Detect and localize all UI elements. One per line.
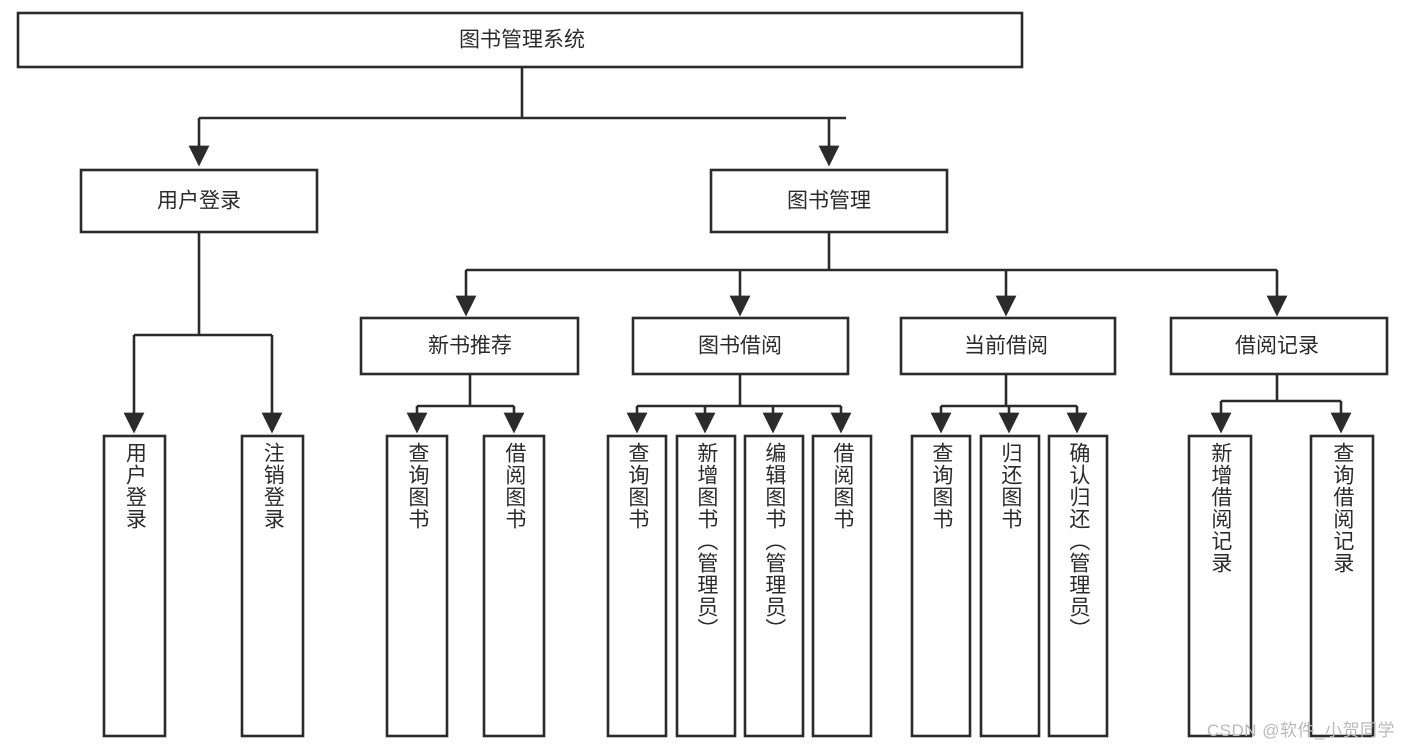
leaf-borrow-book-1-label: 借阅图书 — [502, 442, 526, 530]
borrow-record-label: 借阅记录 — [1235, 335, 1319, 358]
leaf-query-book-1[interactable]: 查询图书 — [387, 436, 447, 736]
leaf-borrow-book-2-box[interactable] — [811, 434, 873, 738]
leaf-add-book-box[interactable] — [675, 434, 737, 738]
node-book-borrow[interactable]: 图书借阅 — [631, 316, 850, 376]
root-box[interactable] — [16, 11, 1024, 69]
leaf-query-book-2-box[interactable] — [606, 434, 668, 738]
leaf-return-book[interactable]: 归还图书 — [981, 436, 1039, 736]
new-book-recommend-box[interactable] — [359, 316, 580, 376]
root-label: 图书管理系统 — [459, 29, 585, 52]
node-borrow-record[interactable]: 借阅记录 — [1169, 316, 1389, 376]
leaf-add-record[interactable]: 新增借阅记录 — [1189, 436, 1251, 736]
leaf-add-record-box[interactable] — [1187, 434, 1253, 738]
leaf-query-book-3[interactable]: 查询图书 — [912, 436, 970, 736]
leaf-query-book-1-label: 查询图书 — [405, 442, 429, 530]
leaf-query-record-box[interactable] — [1309, 434, 1375, 738]
node-book-manage[interactable]: 图书管理 — [709, 168, 949, 234]
leaf-user-logout[interactable]: 注销登录 — [242, 436, 303, 736]
leaf-confirm-return[interactable]: 确认归还（管理员） — [1049, 436, 1107, 736]
leaf-box-group — [102, 434, 1375, 738]
user-login-box[interactable] — [79, 168, 319, 234]
current-borrow-box[interactable] — [899, 316, 1117, 376]
leaf-confirm-return-box[interactable] — [1047, 434, 1109, 738]
leaf-query-book-2[interactable]: 查询图书 — [608, 436, 666, 736]
book-manage-label: 图书管理 — [787, 190, 871, 213]
leaf-query-book-3-label: 查询图书 — [929, 442, 953, 530]
leaf-query-record-label: 查询借阅记录 — [1330, 442, 1354, 574]
leaf-return-book-label: 归还图书 — [998, 442, 1022, 530]
new-book-recommend-label: 新书推荐 — [428, 335, 512, 358]
leaf-query-book-3-box[interactable] — [910, 434, 972, 738]
leaf-borrow-book-1-box[interactable] — [482, 434, 546, 738]
leaf-user-login[interactable]: 用户登录 — [104, 436, 165, 736]
book-manage-box[interactable] — [709, 168, 949, 234]
leaf-edit-book[interactable]: 编辑图书（管理员） — [745, 436, 803, 736]
leaf-borrow-book-2-label: 借阅图书 — [830, 442, 854, 530]
leaf-user-logout-box[interactable] — [240, 434, 305, 738]
user-login-label: 用户登录 — [157, 190, 241, 213]
leaf-return-book-box[interactable] — [979, 434, 1041, 738]
leaf-query-book-1-box[interactable] — [385, 434, 449, 738]
leaf-add-record-label: 新增借阅记录 — [1208, 442, 1232, 574]
node-new-book-recommend[interactable]: 新书推荐 — [359, 316, 580, 376]
leaf-add-book[interactable]: 新增图书（管理员） — [677, 436, 735, 736]
leaf-query-book-2-label: 查询图书 — [625, 442, 649, 530]
watermark: CSDN @软件_小贺同学 — [1206, 721, 1395, 740]
node-root[interactable]: 图书管理系统 — [16, 11, 1024, 69]
node-current-borrow[interactable]: 当前借阅 — [899, 316, 1117, 376]
leaf-user-login-label: 用户登录 — [123, 442, 147, 530]
current-borrow-label: 当前借阅 — [964, 335, 1048, 358]
book-borrow-box[interactable] — [631, 316, 850, 376]
leaf-user-logout-label: 注销登录 — [261, 442, 285, 530]
edge-group — [123, 67, 1352, 434]
leaf-confirm-return-label: 确认归还（管理员） — [1066, 442, 1090, 640]
leaf-edit-book-label: 编辑图书（管理员） — [762, 442, 786, 640]
leaf-user-login-box[interactable] — [102, 434, 167, 738]
leaf-add-book-label: 新增图书（管理员） — [694, 442, 718, 640]
node-user-login[interactable]: 用户登录 — [79, 168, 319, 234]
leaf-query-record[interactable]: 查询借阅记录 — [1311, 436, 1373, 736]
leaf-borrow-book-1[interactable]: 借阅图书 — [484, 436, 544, 736]
leaf-borrow-book-2[interactable]: 借阅图书 — [813, 436, 871, 736]
book-borrow-label: 图书借阅 — [698, 335, 782, 358]
leaf-edit-book-box[interactable] — [743, 434, 805, 738]
borrow-record-box[interactable] — [1169, 316, 1389, 376]
